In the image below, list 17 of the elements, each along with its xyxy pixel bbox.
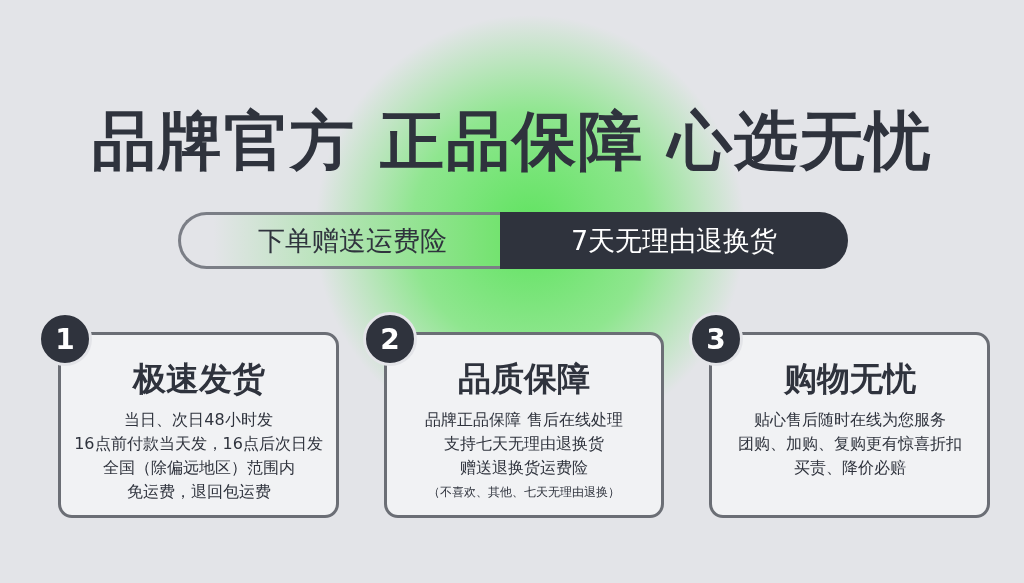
number-badge: 1 (38, 312, 92, 366)
card-text: 团购、加购、复购更有惊喜折扣 (736, 433, 963, 455)
card-heading: 品质保障 (457, 358, 591, 400)
headline: 品牌官方 正品保障 心选无忧 (90, 103, 934, 180)
card-text: 买责、降价必赔 (792, 457, 907, 479)
card-text: （不喜欢、其他、七天无理由退换） (427, 484, 621, 501)
card-heading: 购物无忧 (782, 358, 917, 400)
card-text: 支持七天无理由退换货 (443, 433, 605, 455)
card-text: 赠送退换货运费险 (459, 457, 589, 479)
card-heading: 极速发货 (131, 358, 266, 400)
card-text: 当日、次日48小时发 (123, 409, 274, 431)
card-text: 品牌正品保障 售后在线处理 (424, 409, 624, 431)
card-text: 全国（除偏远地区）范围内 (101, 457, 296, 479)
card-text: 免运费，退回包运费 (125, 481, 272, 503)
card-text: 16点前付款当天发，16点后次日发 (73, 433, 324, 455)
card-text: 贴心售后随时在线为您服务 (752, 409, 947, 431)
tag-pill: 7天无理由退换货 (500, 212, 848, 269)
